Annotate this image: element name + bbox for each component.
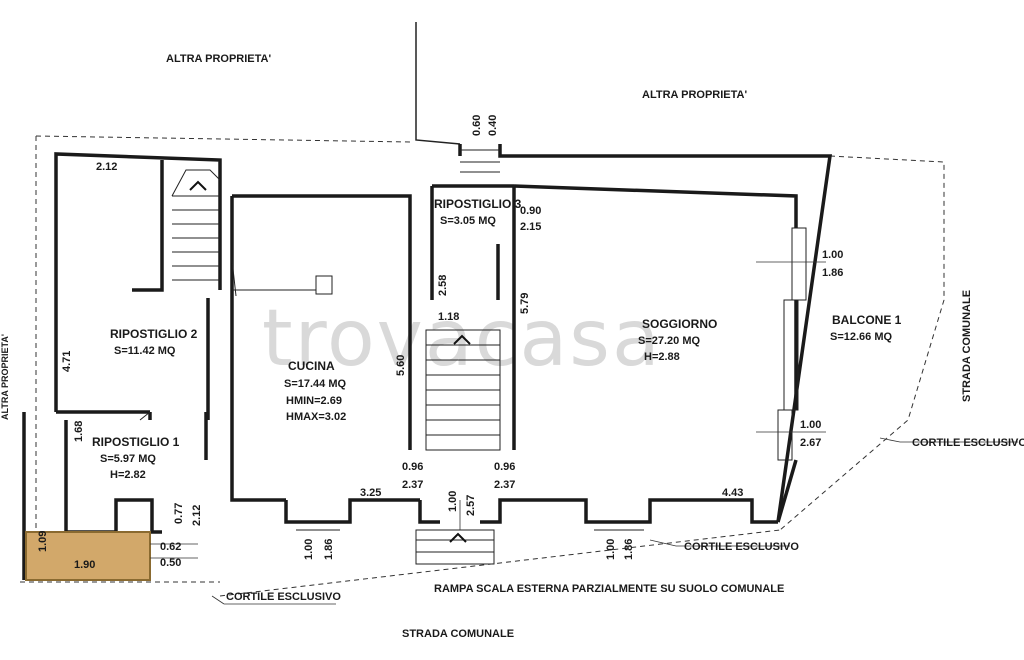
highlighted-area [25, 531, 151, 581]
label-courtyard-right: CORTILE ESCLUSIVO [912, 437, 1024, 449]
dim-2-15: 2.15 [520, 221, 541, 233]
dim-0-60: 0.60 [471, 115, 483, 136]
room-ripostiglio-3-name: RIPOSTIGLIO 3 [434, 197, 522, 211]
dim-1-90: 1.90 [74, 559, 95, 571]
dim-0-90: 0.90 [520, 205, 541, 217]
label-other-property-left: ALTRA PROPRIETA' [166, 53, 271, 65]
detail-lines [139, 149, 807, 565]
property-line [415, 22, 461, 145]
walls [22, 144, 833, 580]
room-ripostiglio-1-height: H=2.82 [110, 469, 146, 481]
room-ripostiglio-3-area: S=3.05 MQ [440, 215, 496, 227]
label-road-right: STRADA COMUNALE [961, 290, 973, 402]
leader-lines [211, 437, 1018, 605]
label-ramp: RAMPA SCALA ESTERNA PARZIALMENTE SU SUOL… [434, 583, 784, 595]
dim-1-00-d: 1.00 [800, 419, 821, 431]
dim-1-00-b: 1.00 [447, 491, 459, 512]
dim-1-18: 1.18 [438, 311, 459, 323]
stair-arrow-entry [449, 532, 467, 543]
dim-4-71: 4.71 [61, 351, 73, 372]
plot-boundary [20, 135, 945, 597]
room-soggiorno-area: S=27.20 MQ [638, 335, 701, 347]
room-balcone-name: BALCONE 1 [832, 313, 902, 327]
dim-2-12-vertical: 2.12 [191, 505, 203, 526]
dim-0-96-a: 0.96 [402, 461, 423, 473]
room-cucina-hmin: HMIN=2.69 [286, 395, 342, 407]
room-ripostiglio-2-area: S=11.42 MQ [114, 345, 176, 357]
dim-1-09: 1.09 [37, 531, 49, 552]
dimension-lines [150, 261, 826, 559]
room-balcone-area: S=12.66 MQ [830, 331, 893, 343]
stair-arrow-rip2 [189, 180, 207, 191]
label-road-bottom: STRADA COMUNALE [402, 628, 514, 640]
dim-0-50: 0.50 [160, 557, 181, 569]
label-courtyard-mid: CORTILE ESCLUSIVO [684, 541, 799, 553]
dim-2-58: 2.58 [437, 275, 449, 296]
label-other-property-right: ALTRA PROPRIETA' [642, 89, 747, 101]
dim-2-37-a: 2.37 [402, 479, 423, 491]
dim-0-62: 0.62 [160, 541, 181, 553]
dim-1-68: 1.68 [73, 421, 85, 442]
dim-0-96-b: 0.96 [494, 461, 515, 473]
dim-1-86-e: 1.86 [623, 539, 635, 560]
dim-1-86-c: 1.86 [822, 267, 843, 279]
room-cucina-area: S=17.44 MQ [284, 378, 347, 390]
dim-2-12-top: 2.12 [96, 161, 117, 173]
dim-1-00-e: 1.00 [605, 539, 617, 560]
room-cucina-hmax: HMAX=3.02 [286, 411, 346, 423]
stair-arrows [189, 180, 471, 543]
dim-1-00-a: 1.00 [303, 539, 315, 560]
dim-4-43: 4.43 [722, 487, 743, 499]
room-ripostiglio-1-name: RIPOSTIGLIO 1 [92, 435, 180, 449]
dim-2-37-b: 2.37 [494, 479, 515, 491]
dim-2-57: 2.57 [465, 495, 477, 516]
dim-0-77: 0.77 [173, 503, 185, 524]
dim-0-40: 0.40 [487, 115, 499, 136]
dim-2-67: 2.67 [800, 437, 821, 449]
dim-5-60: 5.60 [395, 355, 407, 376]
stair-arrow-center [453, 334, 471, 345]
dim-1-00-c: 1.00 [822, 249, 843, 261]
dim-5-79: 5.79 [519, 293, 531, 314]
room-ripostiglio-1-area: S=5.97 MQ [100, 453, 156, 465]
room-soggiorno-height: H=2.88 [644, 351, 680, 363]
room-ripostiglio-2-name: RIPOSTIGLIO 2 [110, 327, 198, 341]
dim-3-25: 3.25 [360, 487, 381, 499]
room-soggiorno-name: SOGGIORNO [642, 317, 717, 331]
label-left-edge: ALTRA PROPRIETA' [0, 334, 10, 420]
label-courtyard-left: CORTILE ESCLUSIVO [226, 591, 341, 603]
dim-1-86-a: 1.86 [323, 539, 335, 560]
watermark-text: trovacasa [262, 294, 662, 384]
room-cucina-name: CUCINA [288, 359, 335, 373]
